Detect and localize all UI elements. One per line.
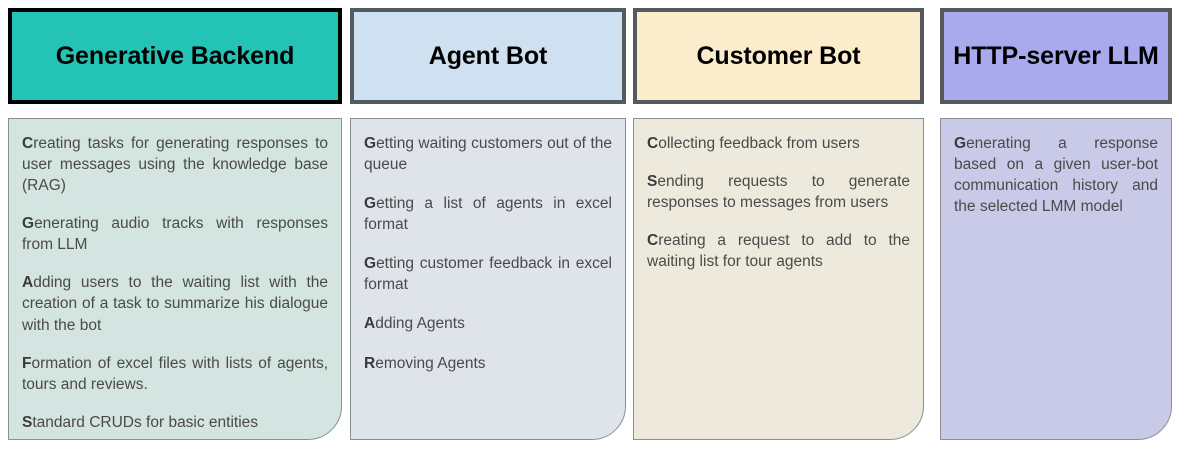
list-item: Collecting feedback from users <box>647 133 910 154</box>
item-text: etting customer feedback in excel format <box>364 255 612 294</box>
item-text: enerating audio tracks with responses fr… <box>22 215 328 254</box>
header-http-server-llm[interactable]: HTTP-server LLM <box>940 8 1172 104</box>
body-customer-bot: Collecting feedback from users Sending r… <box>633 118 924 440</box>
item-text: enerating a response based on a given us… <box>954 135 1158 216</box>
item-lead-letter: C <box>647 232 659 250</box>
item-lead-letter: C <box>647 135 659 152</box>
column-generative-backend: Generative Backend Creating tasks for ge… <box>8 0 342 451</box>
column-agent-bot: Agent Bot Getting waiting customers out … <box>350 0 626 451</box>
item-lead-letter: G <box>364 135 377 152</box>
item-lead-letter: A <box>22 274 34 292</box>
list-item: Adding Agents <box>364 313 612 334</box>
header-agent-bot[interactable]: Agent Bot <box>350 8 626 104</box>
item-text: reating a request to add to the waiting … <box>647 232 910 271</box>
item-text: etting waiting customers out of the queu… <box>364 135 612 174</box>
list-item: Formation of excel files with lists of a… <box>22 353 328 395</box>
item-text: etting a list of agents in excel format <box>364 195 612 234</box>
header-generative-backend[interactable]: Generative Backend <box>8 8 342 104</box>
item-lead-letter: G <box>364 255 377 273</box>
item-text: ending requests to generate responses to… <box>647 173 910 212</box>
list-item: Standard CRUDs for basic entities <box>22 412 328 433</box>
header-title: Generative Backend <box>55 42 295 70</box>
item-lead-letter: G <box>364 195 377 213</box>
list-item: Getting waiting customers out of the que… <box>364 133 612 175</box>
item-lead-letter: G <box>22 215 35 233</box>
list-item: Getting customer feedback in excel forma… <box>364 253 612 295</box>
list-item: Creating tasks for generating responses … <box>22 133 328 196</box>
item-lead-letter: C <box>22 135 34 152</box>
item-text: ormation of excel files with lists of ag… <box>22 354 328 393</box>
item-text: emoving Agents <box>375 354 486 372</box>
item-lead-letter: S <box>647 173 658 191</box>
list-item: Creating a request to add to the waiting… <box>647 230 910 272</box>
column-customer-bot: Customer Bot Collecting feedback from us… <box>633 0 924 451</box>
item-text: dding users to the waiting list with the… <box>22 274 328 334</box>
header-customer-bot[interactable]: Customer Bot <box>633 8 924 104</box>
body-http-server-llm: Generating a response based on a given u… <box>940 118 1172 440</box>
list-item: Generating a response based on a given u… <box>954 133 1158 217</box>
item-lead-letter: A <box>364 315 376 333</box>
list-item: Getting a list of agents in excel format <box>364 193 612 235</box>
item-text: reating tasks for generating responses t… <box>22 135 328 195</box>
header-title: HTTP-server LLM <box>953 42 1159 70</box>
item-text: dding Agents <box>375 315 465 333</box>
item-lead-letter: R <box>364 354 376 372</box>
item-lead-letter: S <box>22 413 33 431</box>
header-title: Customer Bot <box>696 42 861 70</box>
list-item: Sending requests to generate responses t… <box>647 171 910 213</box>
item-lead-letter: G <box>954 135 967 152</box>
body-generative-backend: Creating tasks for generating responses … <box>8 118 342 440</box>
body-agent-bot: Getting waiting customers out of the que… <box>350 118 626 440</box>
item-text: ollecting feedback from users <box>658 135 860 152</box>
item-text: tandard CRUDs for basic entities <box>32 413 259 431</box>
item-lead-letter: F <box>22 354 32 372</box>
list-item: Removing Agents <box>364 353 612 374</box>
column-http-server-llm: HTTP-server LLM Generating a response ba… <box>940 0 1172 451</box>
header-title: Agent Bot <box>428 42 548 70</box>
list-item: Adding users to the waiting list with th… <box>22 272 328 335</box>
list-item: Generating audio tracks with responses f… <box>22 213 328 255</box>
